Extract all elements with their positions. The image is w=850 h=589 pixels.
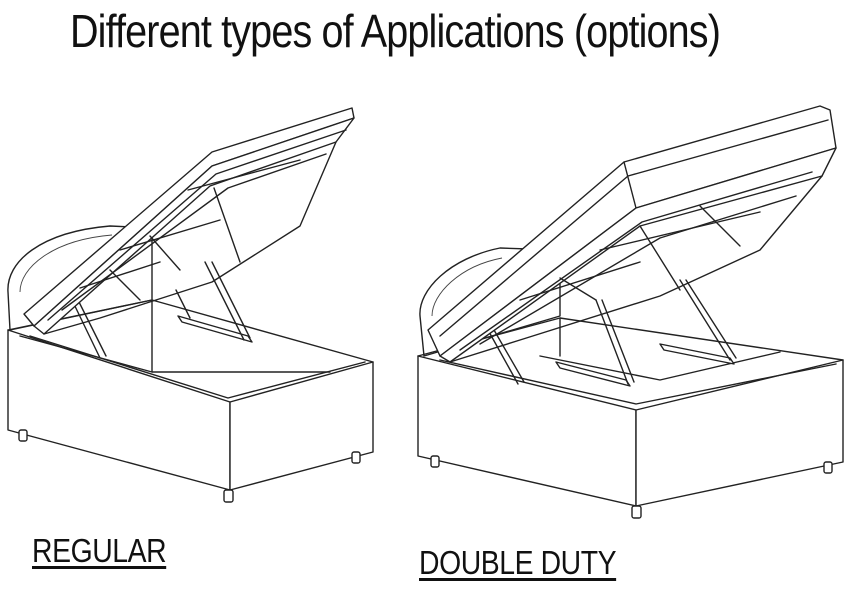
regular-leg [223,489,234,503]
double-duty-leg [430,455,440,468]
double-duty-bed-drawing [417,105,844,519]
double-duty-leg [631,505,642,519]
double-duty-lift-mechanism [487,279,737,387]
regular-leg [351,451,361,464]
regular-bed-drawing [7,107,374,503]
regular-label: REGULAR [32,532,167,569]
regular-base-side [7,329,231,491]
double-duty-base-front [635,359,844,507]
regular-leg [18,429,28,442]
regular-lifted-platform [23,107,355,335]
regular-lift-mechanism [71,261,253,359]
double-duty-lifted-platform [427,105,837,363]
regular-base-front [229,361,374,491]
double-duty-leg [823,461,833,474]
double-duty-label: DOUBLE DUTY [419,544,617,581]
page-title: Different types of Applications (options… [69,5,721,57]
